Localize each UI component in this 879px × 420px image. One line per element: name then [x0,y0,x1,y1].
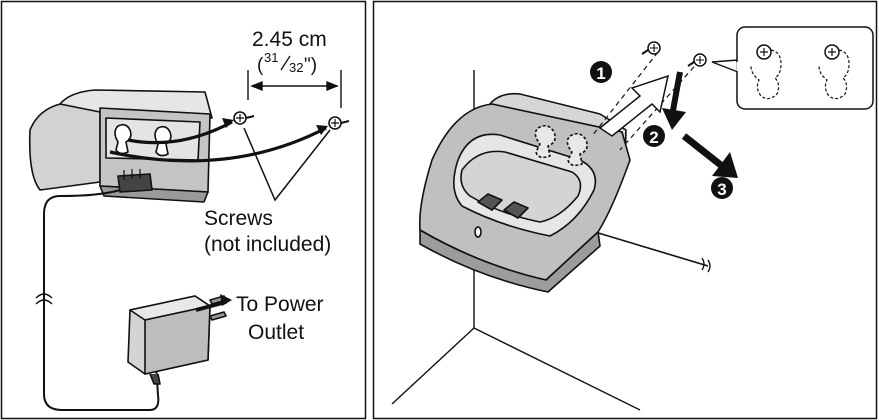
svg-text:1: 1 [596,64,605,83]
base-logo [474,226,482,238]
keyhole-slot-mounted-left [534,124,556,159]
callout-keyhole-left [750,44,782,100]
wall-screw-left [641,41,661,55]
step-badge-3: 3 [711,177,733,199]
screw-right [328,116,350,130]
screws-label-line1: Screws [204,207,273,230]
keyhole-slot-mounted-right [566,132,588,167]
callout-box [736,26,874,110]
dimension-line [247,70,342,108]
left-panel: 2.45 cm ( 31 32 ") Screws (not included)… [0,0,367,420]
base-unit-back-view [28,89,213,203]
dimension-metric: 2.45 cm [252,28,327,51]
arrow-to-outlet [195,300,227,312]
power-label-line2: Outlet [248,321,304,344]
arrow-step-1 [598,74,670,137]
charge-contact-right [503,201,529,219]
svg-text:32: 32 [289,60,303,75]
svg-text:"): ") [304,55,317,76]
arrow-step-3 [681,133,725,169]
charge-contact-left [477,193,503,211]
base-unit-mounted [418,92,631,293]
wall-screw-right [687,53,707,67]
callout-pointer [711,59,739,73]
arrow-step-2 [669,71,683,117]
power-cord [43,189,160,411]
right-panel: 1 2 3 [372,0,878,420]
arrow-slot-to-screw-right [109,126,327,163]
screws-leader [243,127,331,202]
screw-left [233,111,255,125]
screws-label-line2: (not included) [204,233,331,256]
alignment-guides [591,51,701,151]
keyhole-slot-left [114,123,132,155]
dimension-imperial: ( 31 32 ") [257,50,317,76]
arrow-slot-to-screw-left [127,120,233,145]
phone-cord [594,231,709,267]
power-label-line1: To Power [236,293,324,316]
svg-text:31: 31 [264,50,278,65]
svg-text:2: 2 [649,128,658,147]
svg-text:3: 3 [717,180,726,199]
cable-plug [117,173,153,193]
step-badge-1: 1 [590,61,612,83]
callout-keyhole-right [818,44,850,100]
ac-adapter [127,295,227,385]
step-badge-2: 2 [643,125,665,147]
adapter-prong-bottom [209,311,227,321]
callout-detail [711,26,874,110]
base-unit-top [59,89,213,119]
svg-text:(: ( [257,55,264,76]
